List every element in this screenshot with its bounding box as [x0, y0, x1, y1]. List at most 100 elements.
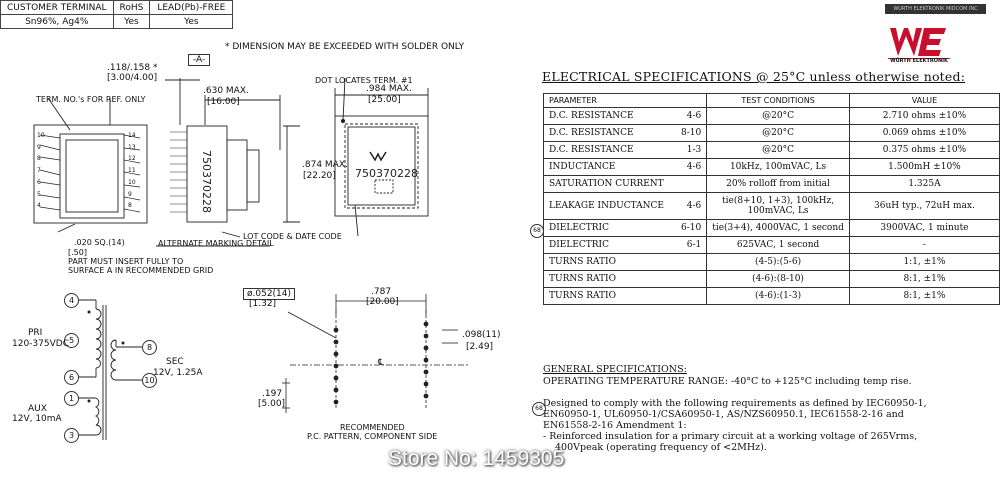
spec-pins: 6-10 [675, 219, 708, 237]
dim-118-mm: [3.00/4.00] [107, 73, 158, 83]
spec-param: DIELECTRIC [542, 236, 676, 254]
spec-col-param: PARAMETER [542, 93, 708, 108]
dim-874: .874 MAX. [302, 160, 348, 170]
pri-label: PRI [28, 328, 43, 338]
spec-test: 10kHz, 100mVAC, Ls [706, 158, 850, 176]
pcb-offset-dim: .197 [262, 389, 283, 399]
spec-param: INDUCTANCE [542, 158, 676, 176]
top-part-number: 750370228 [355, 167, 418, 180]
pcb-hole-dim: ø.052(14) [243, 288, 296, 300]
terminal-table: CUSTOMER TERMINAL RoHS LEAD(Pb)-FREE Sn9… [0, 0, 234, 29]
dim-630-mm: [16.00] [207, 97, 240, 107]
spec-row: SATURATION CURRENT 20% rolloff from init… [542, 175, 1000, 193]
schematic-pin: 8 [142, 340, 157, 355]
dim-984: .984 MAX. [366, 84, 412, 94]
right-pin: 10 [128, 178, 136, 186]
spec-test: (4-5):(5-6) [706, 253, 850, 271]
spec-value: - [848, 236, 1000, 254]
spec-test: (4-6):(8-10) [706, 270, 850, 288]
pcb-span-dim-mm: [20.00] [366, 297, 399, 307]
spec-row: D.C. RESISTANCE 8-10 @20°C 0.069 ohms ±1… [542, 124, 1000, 142]
pcb-title-2: P.C. PATTERN, COMPONENT SIDE [307, 432, 438, 441]
dimension-note: * DIMENSION MAY BE EXCEEDED WITH SOLDER … [225, 42, 465, 52]
spec-param: DIELECTRIC [542, 219, 676, 237]
spec-param: D.C. RESISTANCE [542, 107, 676, 125]
schematic-pin: 6 [64, 370, 79, 385]
datum-a: -A- [188, 54, 211, 66]
general-temp: OPERATING TEMPERATURE RANGE: -40°C to +1… [543, 376, 912, 387]
spec-param: SATURATION CURRENT [542, 175, 676, 193]
spec-test: 625VAC, 1 second [706, 236, 850, 254]
left-pin: 8 [37, 155, 41, 163]
bottom-view-outline [33, 124, 148, 224]
schematic-drawing [78, 299, 142, 440]
dim-020-mm: [.50] [68, 248, 87, 257]
dim-874-mm: [22.20] [303, 171, 336, 181]
store-watermark: Store No: 1459305 [388, 447, 565, 470]
spec-pins: 4-6 [675, 192, 708, 220]
spec-pins: 4-6 [675, 107, 708, 125]
spec-test: tie(8+10, 1+3), 100kHz, 100mVAC, Ls [706, 192, 850, 220]
pcb-centerline: ℄ [378, 358, 384, 368]
spec-test: @20°C [706, 107, 850, 125]
pcb-holes [333, 321, 429, 405]
schematic-pin: 10 [142, 373, 157, 388]
spec-row: TURNS RATIO (4-5):(5-6) 1:1, ±1% [542, 253, 1000, 271]
pcb-pitch-dim: .098(11) [462, 330, 501, 340]
general-line-3: EN61558-2-16 Amendment 1: [543, 420, 687, 431]
electrical-spec-table: PARAMETER TEST CONDITIONS VALUE D.C. RES… [542, 93, 1000, 305]
spec-param: TURNS RATIO [542, 287, 676, 305]
spec-pins [675, 287, 708, 305]
left-pin: 5 [37, 190, 41, 198]
schematic-pin: 4 [64, 293, 79, 308]
right-pin: 14 [128, 132, 136, 139]
left-pin: 9 [37, 143, 41, 151]
general-line-2: EN60950-1, UL60950-1/CSA60950-1, AS/NZS6… [543, 409, 904, 420]
spec-param: TURNS RATIO [542, 270, 676, 288]
spec-test: 20% rolloff from initial [706, 175, 850, 193]
general-heading: GENERAL SPECIFICATIONS: [543, 364, 687, 375]
spec-test: @20°C [706, 141, 850, 159]
revision-marker: 68 [532, 402, 546, 416]
pcb-hole-dim-mm: [1.32] [249, 299, 277, 309]
sec-voltage: 12V, 1.25A [153, 368, 203, 378]
spec-test: @20°C [706, 124, 850, 142]
left-pin: 6 [37, 178, 41, 186]
aux-winding [94, 397, 102, 436]
right-pin: 9 [128, 190, 132, 198]
dot-locates-note: DOT LOCATES TERM. #1 [315, 76, 413, 85]
general-line-4: - Reinforced insulation for a primary ci… [543, 431, 918, 442]
spec-value: 36uH typ., 72uH max. [848, 192, 1000, 220]
spec-row: D.C. RESISTANCE 1-3 @20°C 0.375 ohms ±10… [542, 141, 1000, 159]
spec-pins: 6-1 [675, 236, 708, 254]
spec-test: tie(3+4), 4000VAC, 1 second [706, 219, 850, 237]
schematic-pin: 3 [64, 428, 79, 443]
logo-brand-text: WÜRTH ELEKTRONIK [890, 58, 948, 64]
spec-pins [675, 270, 708, 288]
general-line-5: 400Vpeak (operating frequency of <2MHz). [555, 442, 767, 453]
spec-value: 8:1, ±1% [848, 287, 1000, 305]
spec-value: 8:1, ±1% [848, 270, 1000, 288]
dim-630: .630 MAX. [203, 86, 249, 96]
sec-label: SEC [166, 357, 184, 367]
right-pin-numbers: 14 13 12 11 10 9 8 [128, 130, 142, 212]
spec-param: D.C. RESISTANCE [542, 141, 676, 159]
spec-row: INDUCTANCE 4-6 10kHz, 100mVAC, Ls 1.500m… [542, 158, 1000, 176]
spec-row: D.C. RESISTANCE 4-6 @20°C 2.710 ohms ±10… [542, 107, 1000, 125]
insert-note-1: PART MUST INSERT FULLY TO [68, 257, 184, 266]
spec-col-value: VALUE [848, 93, 1000, 108]
spec-row: LEAKAGE INDUCTANCE 4-6 tie(8+10, 1+3), 1… [542, 192, 1000, 220]
right-pin: 13 [128, 143, 136, 151]
left-pin: 4 [37, 202, 41, 210]
spec-value: 2.710 ohms ±10% [848, 107, 1000, 125]
terminal-value-leadfree: Yes [149, 14, 234, 29]
schematic-pin: 1 [64, 391, 79, 406]
right-pin: 11 [128, 167, 136, 175]
spec-col-test: TEST CONDITIONS [706, 93, 850, 108]
spec-row: DIELECTRIC 6-10 tie(3+4), 4000VAC, 1 sec… [542, 219, 1000, 237]
spec-param: TURNS RATIO [542, 253, 676, 271]
pcb-title-1: RECOMMENDED [340, 423, 405, 432]
spec-row: TURNS RATIO (4-6):(8-10) 8:1, ±1% [542, 270, 1000, 288]
revision-marker: 68 [530, 224, 544, 238]
side-part-number: 750370228 [200, 150, 213, 213]
